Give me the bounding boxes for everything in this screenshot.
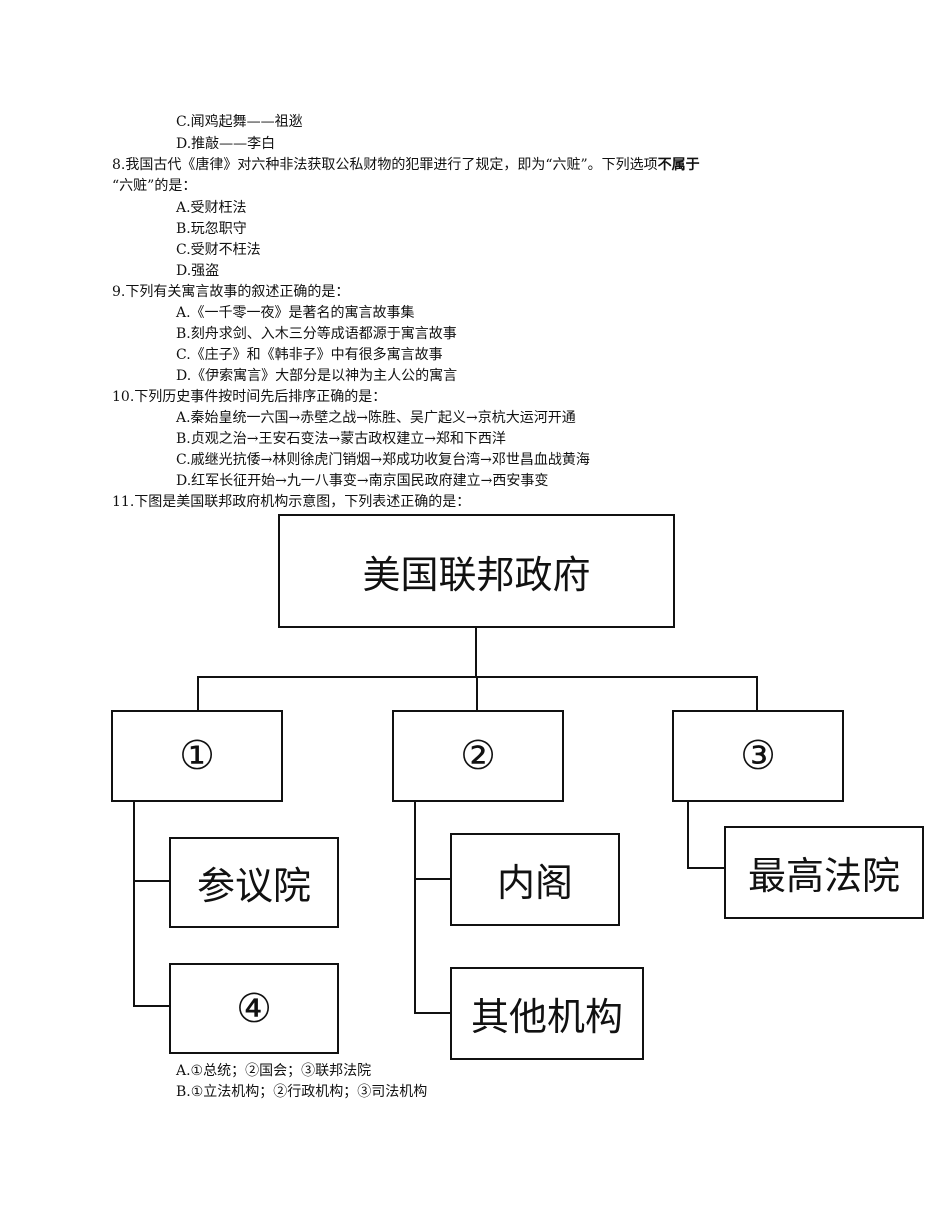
q10-option-a: A.秦始皇统一六国→赤壁之战→陈胜、吴广起义→京杭大运河开通	[176, 410, 576, 426]
q10-stem: 10.下列历史事件按时间先后排序正确的是：	[112, 389, 387, 405]
q8-stem: 8.我国古代《唐律》对六种非法获取公私财物的犯罪进行了规定，即为“六赃”。下列选…	[112, 155, 700, 175]
q8-option-c: C.受财不枉法	[176, 242, 261, 258]
item4-label: ④	[236, 985, 272, 1032]
q10-option-b: B.贞观之治→王安石变法→蒙古政权建立→郑和下西洋	[176, 431, 506, 447]
q8-option-a: A.受财枉法	[176, 200, 247, 216]
court-box: 最高法院	[724, 826, 924, 919]
q8-option-b: B.玩忽职守	[176, 221, 247, 237]
branch2-connector	[476, 676, 478, 711]
root-label: 美国联邦政府	[362, 552, 591, 597]
root-connector	[475, 626, 477, 678]
q11-option-b: B.①立法机构；②行政机构；③司法机构	[176, 1084, 428, 1100]
q9-stem: 9.下列有关寓言故事的叙述正确的是：	[112, 284, 350, 300]
others-box: 其他机构	[450, 967, 644, 1060]
cabinet-box: 内阁	[450, 833, 620, 926]
branch2-trunk	[414, 800, 416, 1014]
q8-stem-emphasis: 不属于	[657, 157, 700, 173]
branch3-trunk	[687, 800, 689, 869]
branch1-connector	[197, 676, 199, 711]
item4-box: ④	[169, 963, 339, 1054]
branch2-box: ②	[392, 710, 564, 802]
q7-option-c: C.闻鸡起舞——祖逖	[176, 114, 303, 130]
q10-option-c: C.戚继光抗倭→林则徐虎门销烟→郑成功收复台湾→邓世昌血战黄海	[176, 452, 590, 468]
q8-option-d: D.强盗	[176, 263, 220, 279]
branch1-box: ①	[111, 710, 283, 802]
branch3-box: ③	[672, 710, 844, 802]
q9-option-a: A.《一千零一夜》是著名的寓言故事集	[176, 305, 415, 321]
q9-option-d: D.《伊索寓言》大部分是以神为主人公的寓言	[176, 368, 458, 384]
q11-option-a: A.①总统；②国会；③联邦法院	[176, 1063, 372, 1079]
senate-label: 参议院	[196, 864, 311, 908]
cabinet-label: 内阁	[496, 861, 573, 905]
q9-option-c: C.《庄子》和《韩非子》中有很多寓言故事	[176, 347, 443, 363]
q10-option-d: D.红军长征开始→九一八事变→南京国民政府建立→西安事变	[176, 473, 549, 489]
item4-connector	[133, 1005, 170, 1007]
cabinet-connector	[414, 878, 451, 880]
senate-box: 参议院	[169, 837, 339, 928]
root-box: 美国联邦政府	[278, 514, 675, 628]
q9-option-b: B.刻舟求剑、入木三分等成语都源于寓言故事	[176, 326, 457, 342]
others-label: 其他机构	[470, 995, 623, 1039]
q8-stem-cont: “六赃”的是：	[112, 178, 197, 194]
senate-connector	[133, 880, 170, 882]
q8-stem-text: 8.我国古代《唐律》对六种非法获取公私财物的犯罪进行了规定，即为“六赃”。下列选…	[112, 157, 658, 173]
branch1-label: ①	[179, 733, 215, 779]
others-connector	[414, 1012, 451, 1014]
branch2-label: ②	[460, 733, 496, 779]
q11-stem: 11.下图是美国联邦政府机构示意图，下列表述正确的是：	[112, 494, 471, 510]
branch3-label: ③	[740, 733, 776, 779]
branch3-connector	[756, 676, 758, 711]
q7-option-d: D.推敲——李白	[176, 136, 276, 152]
court-label: 最高法院	[747, 854, 900, 898]
branch1-trunk	[133, 800, 135, 1007]
court-connector	[687, 867, 727, 869]
